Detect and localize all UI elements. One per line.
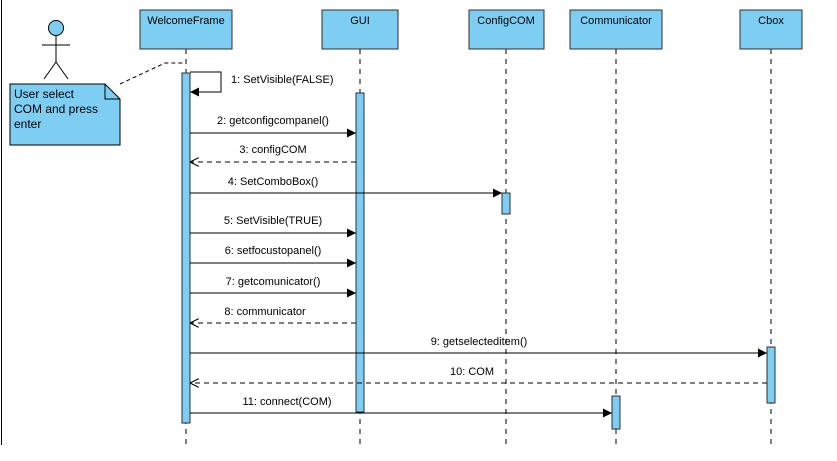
lifeline-cbox: Cbox: [739, 9, 803, 445]
message-3: 3: configCOM: [190, 144, 356, 162]
lifeline-cbox-head: [739, 9, 803, 50]
actor-head: [48, 20, 64, 36]
note-line-3: enter: [14, 117, 41, 131]
message-6-label: 6: setfocustopanel(): [225, 245, 322, 257]
lifeline-welcomeframe: WelcomeFrame: [139, 9, 233, 445]
note-anchor-line: [119, 62, 185, 85]
note-line-1: User select: [14, 87, 75, 101]
message-7: 7: getcomunicator(): [190, 276, 356, 298]
lifeline-communicator: Communicator: [569, 9, 663, 445]
message-4: 4: SetComboBox(): [190, 176, 502, 198]
activation-communicator: [611, 395, 621, 430]
lifeline-communicator-head: [569, 9, 663, 50]
activation-gui: [355, 92, 365, 413]
message-9-label: 9: getselecteditem(): [431, 336, 528, 348]
lifeline-gui: GUI: [321, 9, 399, 445]
message-7-label: 7: getcomunicator(): [226, 276, 321, 288]
lifeline-welcomeframe-label: WelcomeFrame: [147, 15, 224, 27]
message-10: 10: COM: [190, 366, 767, 383]
message-11: 11: connect(COM): [190, 396, 612, 418]
message-2: 2: getconfigcompanel(): [190, 115, 356, 138]
lifeline-welcomeframe-head: [139, 9, 233, 50]
lifeline-configcom: ConfigCOM: [468, 9, 545, 445]
message-9: 9: getselecteditem(): [190, 336, 767, 358]
note: User select COM and press enter: [9, 83, 121, 146]
lifeline-cbox-label: Cbox: [758, 15, 784, 27]
message-1: 1: SetVisible(FALSE): [190, 71, 334, 97]
lifeline-gui-head: [321, 9, 399, 50]
message-2-label: 2: getconfigcompanel(): [217, 115, 329, 127]
actor-user: [42, 20, 70, 80]
lifeline-configcom-head: [468, 9, 545, 50]
message-1-arrow: [190, 71, 222, 97]
message-11-label: 11: connect(COM): [242, 396, 331, 408]
activation-configcom: [501, 192, 511, 215]
message-10-label: 10: COM: [450, 366, 494, 378]
message-5: 5: SetVisible(TRUE): [190, 215, 356, 238]
message-5-label: 5: SetVisible(TRUE): [224, 215, 322, 227]
message-4-label: 4: SetComboBox(): [228, 176, 318, 188]
message-3-label: 3: configCOM: [239, 144, 306, 156]
lifeline-configcom-label: ConfigCOM: [477, 15, 534, 27]
message-1-label: 1: SetVisible(FALSE): [231, 74, 334, 86]
note-line-2: COM and press: [14, 102, 98, 116]
message-6: 6: setfocustopanel(): [190, 245, 356, 268]
activation-welcomeframe: [181, 72, 191, 424]
activation-cbox: [766, 346, 776, 404]
message-8-label: 8: communicator: [224, 306, 306, 318]
lifeline-communicator-label: Communicator: [580, 15, 652, 27]
note-fold: [104, 84, 120, 100]
lifeline-gui-label: GUI: [350, 15, 370, 27]
actor-leg-left: [43, 61, 57, 80]
actor-leg-right: [55, 61, 69, 80]
message-8: 8: communicator: [190, 306, 356, 323]
note-box: [9, 83, 121, 146]
